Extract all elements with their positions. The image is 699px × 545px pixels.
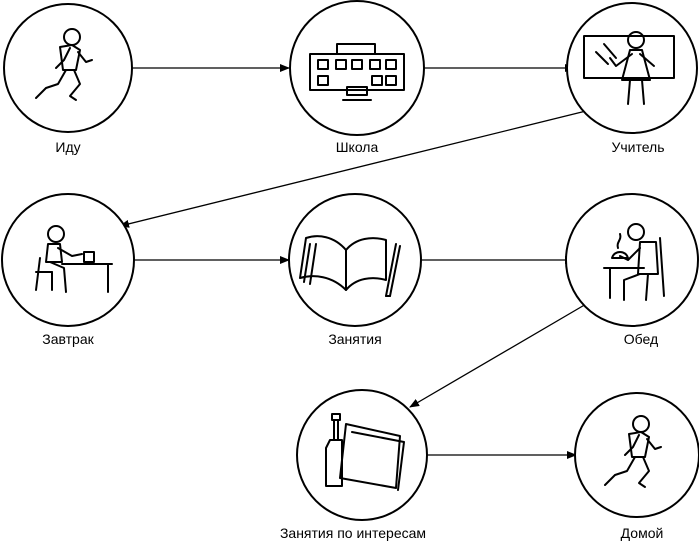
boy-eating-breakfast-icon — [35, 225, 113, 293]
node-breakfast-circle — [1, 193, 135, 327]
teacher-at-board-icon — [583, 31, 675, 105]
running-boy-icon — [35, 28, 93, 101]
school-building-icon — [309, 43, 405, 101]
edge-teacher-breakfast — [119, 110, 587, 228]
node-breakfast — [1, 193, 135, 327]
node-home — [574, 392, 699, 518]
node-hobbies — [296, 389, 428, 521]
node-hobbies-label: Занятия по интересам — [280, 525, 426, 541]
node-school — [289, 0, 425, 136]
open-book-icon — [299, 235, 401, 297]
node-go — [3, 3, 133, 133]
node-go-circle — [3, 3, 133, 133]
bottle-and-papers-icon — [325, 413, 405, 491]
running-boy-icon — [604, 415, 662, 488]
node-lunch-label: Обед — [624, 331, 658, 347]
node-teacher-label: Учитель — [611, 139, 664, 155]
node-home-label: Домой — [621, 525, 664, 541]
node-lessons-label: Занятия — [328, 331, 381, 347]
boy-eating-lunch-icon — [603, 223, 665, 301]
edge-lunch-hobbies — [409, 299, 594, 408]
node-teacher — [566, 2, 698, 134]
node-school-label: Школа — [336, 139, 379, 155]
node-lunch — [565, 193, 699, 327]
node-breakfast-label: Завтрак — [42, 331, 94, 347]
node-go-label: Иду — [55, 139, 80, 155]
node-lunch-circle — [565, 193, 699, 327]
node-home-circle — [574, 392, 699, 518]
node-hobbies-circle — [296, 389, 428, 521]
edges — [119, 64, 594, 459]
node-lessons-circle — [288, 193, 422, 327]
node-lessons — [288, 193, 422, 327]
node-teacher-circle — [566, 2, 698, 134]
